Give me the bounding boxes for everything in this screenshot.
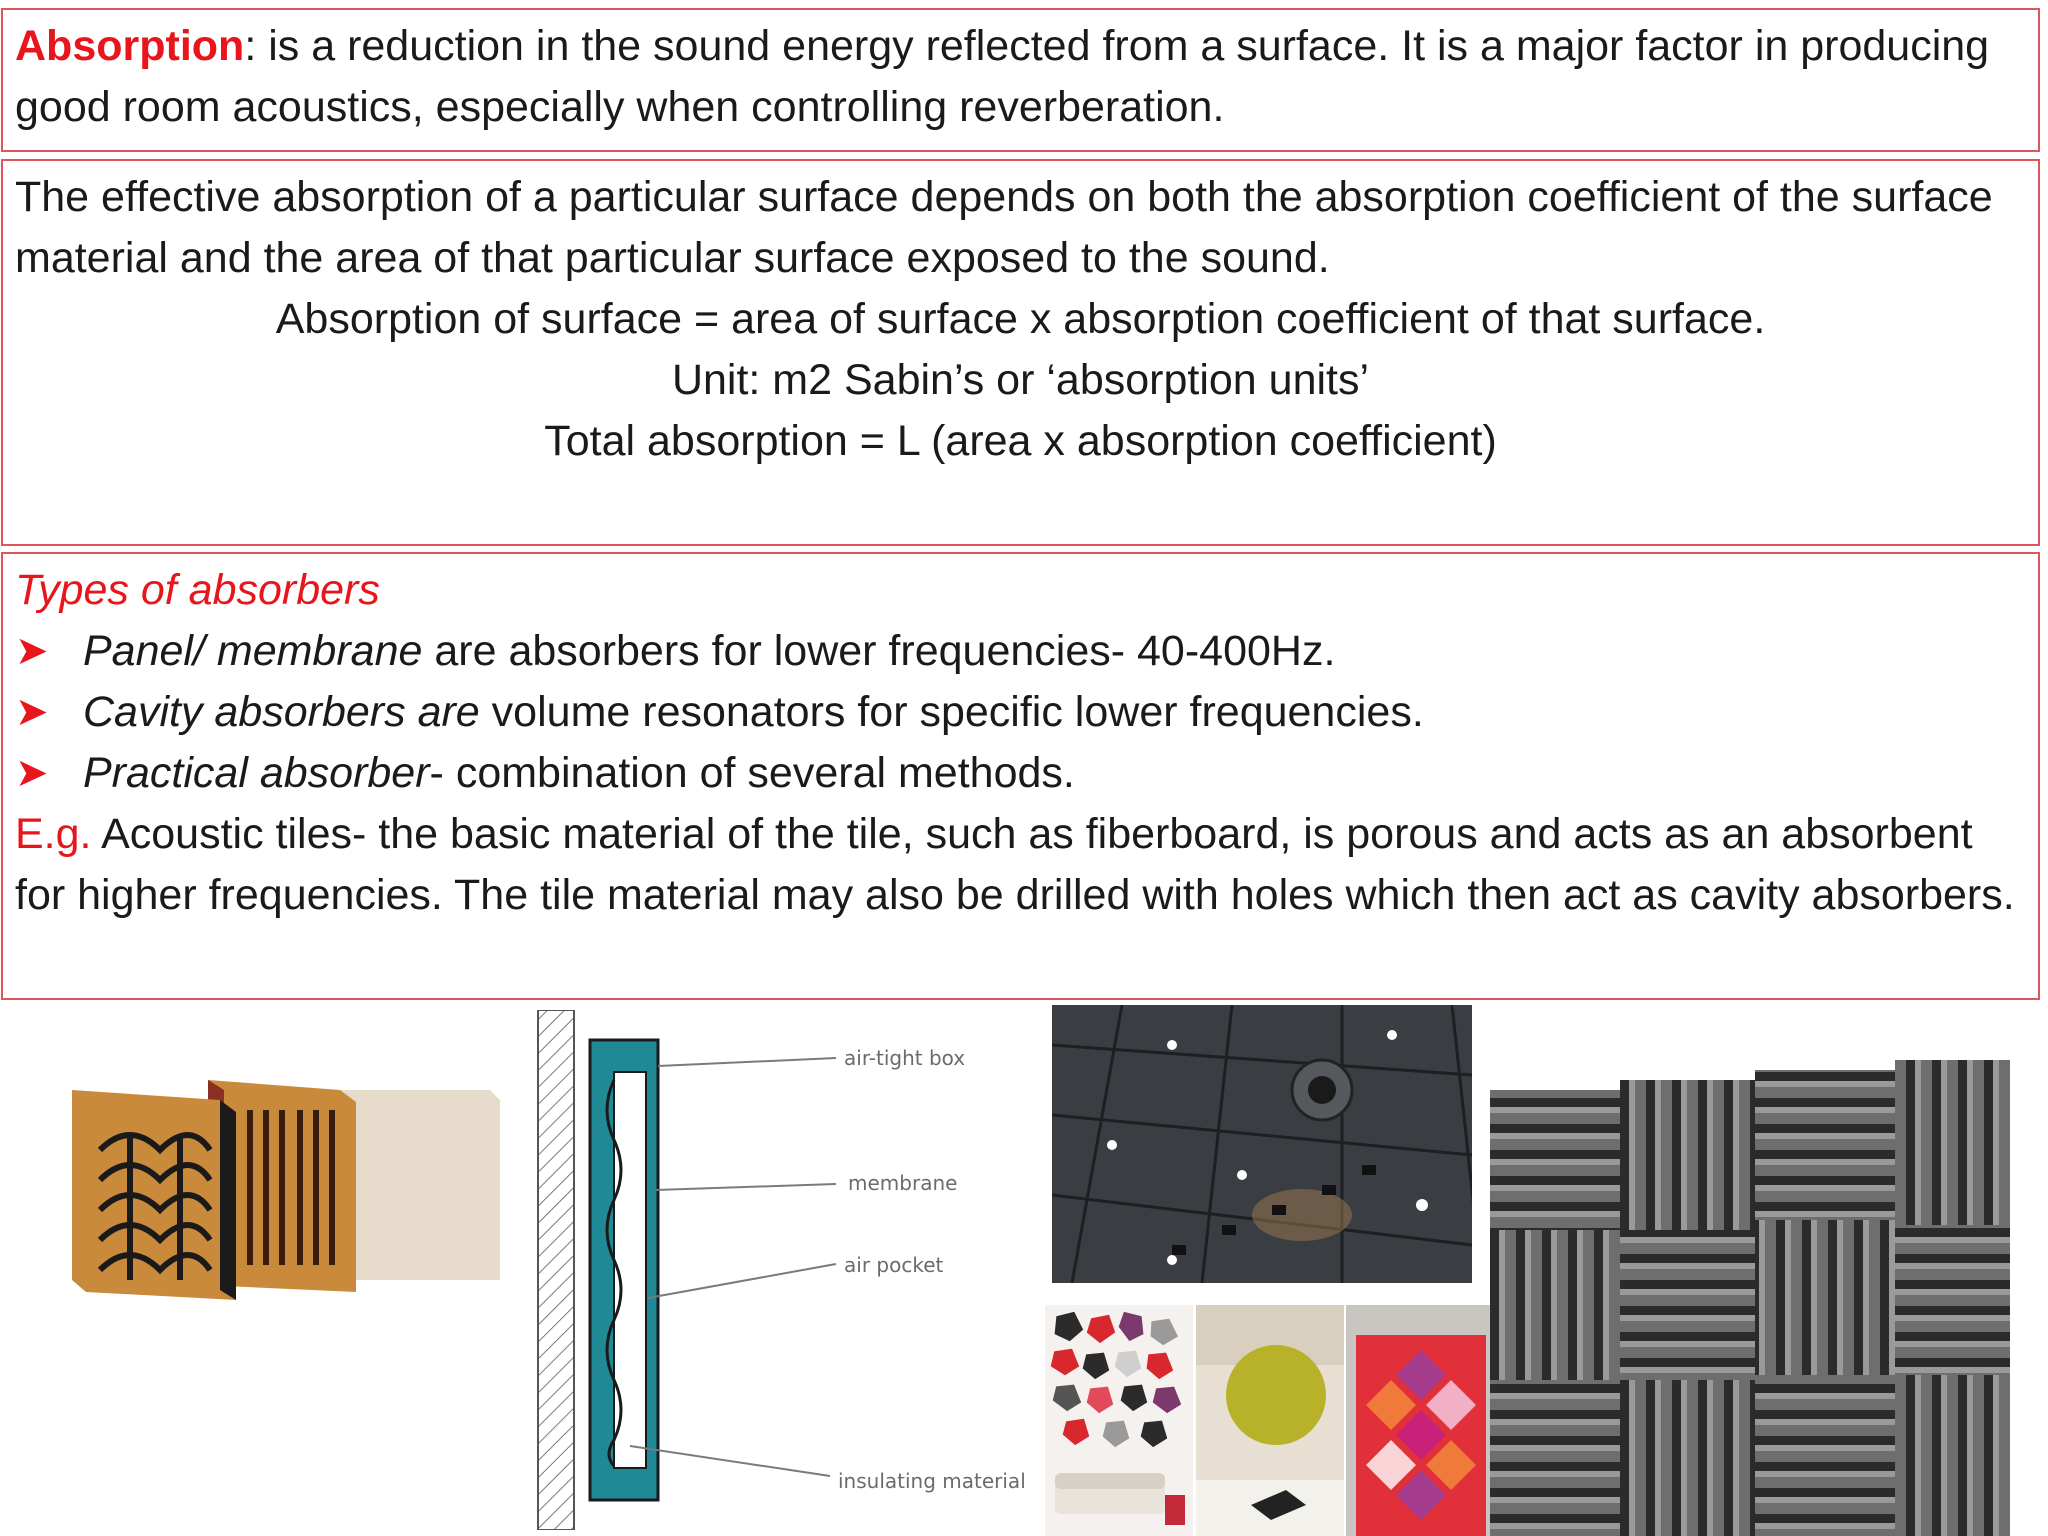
absorption-term: Absorption bbox=[15, 22, 245, 70]
absorber-types-heading: Types of absorbers bbox=[15, 566, 380, 614]
hexagon-wall-panels-photo bbox=[1045, 1305, 1193, 1536]
membrane-absorber-diagram: air-tight box membrane air pocket insula… bbox=[530, 1010, 1030, 1530]
bullet-text: - combination of several methods. bbox=[429, 749, 1075, 797]
acoustic-foam-panels-photo bbox=[1490, 1020, 2010, 1536]
arrow-bullet-icon: ➤ bbox=[15, 690, 49, 734]
absorption-definition-box: Absorption: is a reduction in the sound … bbox=[1, 8, 2040, 152]
absorption-definition: : is a reduction in the sound energy ref… bbox=[15, 22, 1990, 131]
example-text: Acoustic tiles- the basic material of th… bbox=[15, 810, 2015, 919]
round-wall-panel-photo bbox=[1196, 1305, 1344, 1536]
bullet-item: ➤ Practical absorber- combination of sev… bbox=[15, 743, 2026, 804]
absorption-unit: Unit: m2 Sabin’s or ‘absorption units’ bbox=[671, 356, 1370, 404]
absorber-types-box: Types of absorbers ➤ Panel/ membrane are… bbox=[1, 552, 2040, 1000]
geometric-red-panel-photo bbox=[1346, 1305, 1496, 1536]
diagram-label: air pocket bbox=[844, 1253, 943, 1277]
bullet-text: are absorbers for lower frequencies- 40-… bbox=[422, 627, 1336, 675]
diagram-label: membrane bbox=[848, 1171, 957, 1195]
bullet-item: ➤ Panel/ membrane are absorbers for lowe… bbox=[15, 621, 2026, 682]
effective-absorption-box: The effective absorption of a particular… bbox=[1, 159, 2040, 546]
bullet-item: ➤ Cavity absorbers are volume resonators… bbox=[15, 682, 2026, 743]
bullet-text: volume resonators for specific lower fre… bbox=[479, 688, 1424, 736]
arrow-bullet-icon: ➤ bbox=[15, 751, 49, 795]
diagram-label: air-tight box bbox=[844, 1046, 965, 1070]
arrow-bullet-icon: ➤ bbox=[15, 629, 49, 673]
bullet-term: Cavity absorbers are bbox=[83, 688, 480, 736]
acoustic-ceiling-photo bbox=[1052, 1005, 1472, 1283]
total-absorption-formula: Total absorption = L (area x absorption … bbox=[544, 417, 1497, 465]
effective-absorption-intro: The effective absorption of a particular… bbox=[15, 173, 1993, 282]
diagram-label: insulating material bbox=[838, 1469, 1026, 1493]
bullet-term: Practical absorber bbox=[83, 749, 430, 797]
example-label: E.g. bbox=[15, 810, 92, 858]
acoustic-panels-image bbox=[60, 1060, 500, 1300]
absorption-formula: Absorption of surface = area of surface … bbox=[275, 295, 1766, 343]
example-paragraph: E.g. Acoustic tiles- the basic material … bbox=[15, 804, 2026, 926]
bullet-term: Panel/ membrane bbox=[83, 627, 423, 675]
